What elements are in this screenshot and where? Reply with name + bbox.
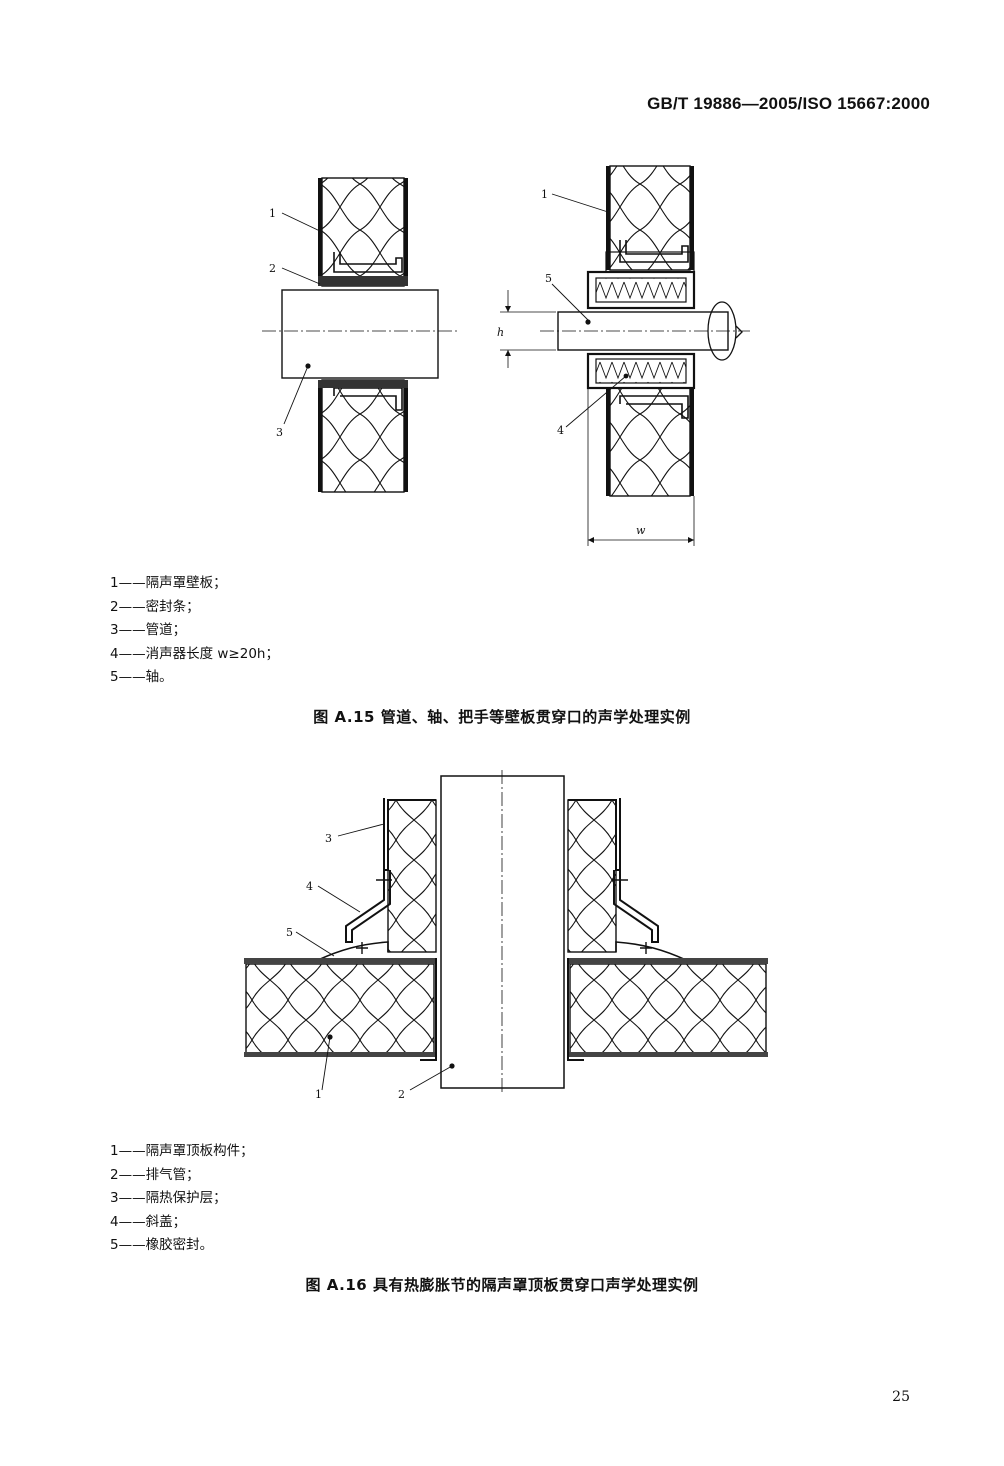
legend-item: 5——轴。 (110, 669, 173, 685)
callout-a15-4: 4 (557, 424, 564, 437)
legend-item: 2——排气管； (110, 1166, 200, 1183)
dimension-w-label: w (636, 524, 646, 537)
legend-item: 2——密封条； (110, 598, 200, 615)
legend-item: 4——斜盖； (110, 1213, 187, 1230)
callout-a15-3: 3 (276, 426, 283, 439)
figure-a15-legend: 1——隔声罩壁板； 2——密封条； 3——管道； 4——消声器长度 w≥20h；… (110, 572, 279, 690)
page-number: 25 (892, 1389, 910, 1405)
legend-item: 1——隔声罩顶板构件； (110, 1143, 254, 1159)
figure-a16-drawing (244, 770, 768, 1094)
legend-item: 5——橡胶密封。 (110, 1237, 214, 1253)
document-number: GB/T 19886—2005/ISO 15667:2000 (647, 94, 930, 113)
figure-a15-leaders (281, 193, 627, 428)
figure-a15-caption: 图 A.15 管道、轴、把手等壁板贯穿口的声学处理实例 (313, 708, 691, 726)
legend-item: 3——隔热保护层； (110, 1190, 227, 1206)
callout-a15-1: 1 (269, 207, 276, 220)
callout-a15-2: 2 (269, 262, 276, 275)
callout-a15-5: 5 (545, 272, 552, 285)
callout-a16-1: 1 (315, 1088, 322, 1101)
callout-a16-4: 4 (306, 880, 313, 893)
figure-a16-legend: 1——隔声罩顶板构件； 2——排气管； 3——隔热保护层； 4——斜盖； 5——… (110, 1140, 254, 1258)
callout-a16-2: 2 (398, 1088, 405, 1101)
dimension-h-label: h (497, 326, 504, 339)
callout-a15-right-1: 1 (541, 188, 548, 201)
figure-a16-leaders (295, 823, 453, 1091)
legend-item: 1——隔声罩壁板； (110, 575, 227, 591)
legend-item: 4——消声器长度 w≥20h； (110, 645, 279, 662)
callout-a16-3: 3 (325, 832, 332, 845)
figure-a15-left-drawing (262, 177, 458, 493)
figure-a15-right-drawing (500, 165, 750, 546)
legend-item: 3——管道； (110, 622, 187, 638)
figure-a16-caption: 图 A.16 具有热膨胀节的隔声罩顶板贯穿口声学处理实例 (305, 1276, 699, 1294)
callout-a16-5: 5 (286, 926, 293, 939)
